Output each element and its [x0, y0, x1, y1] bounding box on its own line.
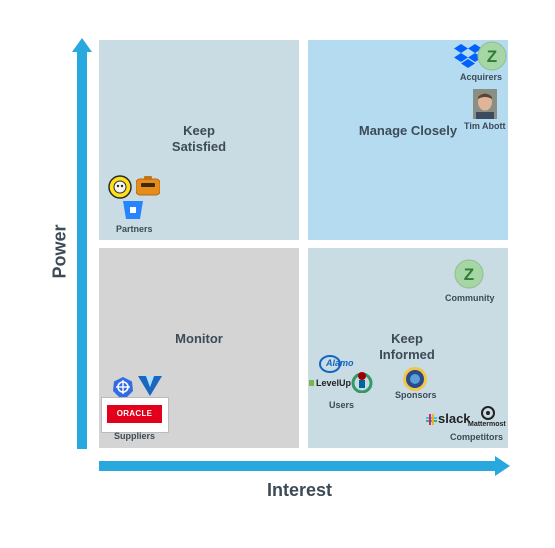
kubernetes-icon	[113, 377, 133, 397]
partners-label: Partners	[116, 224, 153, 234]
suppliers-label: Suppliers	[114, 431, 156, 441]
mailchimp-icon	[108, 175, 132, 199]
slack-logo-text: slack	[438, 411, 471, 426]
wikimedia-icon	[351, 372, 373, 393]
levelup-text: LevelUp	[316, 378, 352, 388]
zulip-community-icon: Z	[454, 259, 484, 289]
y-axis-label: Power	[49, 224, 70, 279]
tim-abott-label: Tim Abott	[464, 121, 506, 131]
zulip-icon: Z	[477, 41, 507, 71]
monitor-title: Monitor	[175, 331, 223, 346]
oracle-logo: ORACLE	[107, 405, 162, 423]
alamo-text: Alamo	[326, 358, 354, 368]
slack-icon	[426, 414, 437, 425]
keep-satisfied-title: Keep Satisfied	[171, 123, 227, 154]
dropbox-icon	[454, 44, 482, 68]
interest-axis-arrow	[99, 456, 510, 476]
acquirers-label: Acquirers	[460, 72, 503, 82]
users-label: Users	[329, 400, 355, 410]
svg-text:Z: Z	[487, 47, 497, 66]
quadrant-manage-closely	[308, 40, 508, 240]
manage-closely-title: Manage Closely	[358, 123, 458, 138]
competitors-label: Competitors	[450, 432, 504, 442]
community-label: Community	[445, 293, 495, 303]
levelup-mark	[309, 380, 314, 386]
mattermost-icon	[481, 406, 495, 420]
svg-text:Z: Z	[464, 265, 474, 284]
sponsors-label: Sponsors	[395, 390, 437, 400]
power-axis-arrow	[72, 38, 92, 449]
vuetify-icon	[138, 376, 162, 396]
alamo-logo	[319, 355, 341, 373]
mattermost-logo-text: Mattermost	[468, 421, 506, 428]
x-axis-label: Interest	[267, 480, 333, 500]
keep-informed-title: Keep Informed	[379, 331, 435, 362]
oracle-logo-box: ORACLE	[101, 397, 169, 433]
levelup-logo: LevelUp	[309, 378, 351, 388]
postman-icon	[136, 176, 160, 196]
sponsor-seal-icon	[403, 367, 427, 391]
bitbucket-icon	[123, 201, 143, 219]
tim-abott-avatar	[473, 89, 497, 119]
